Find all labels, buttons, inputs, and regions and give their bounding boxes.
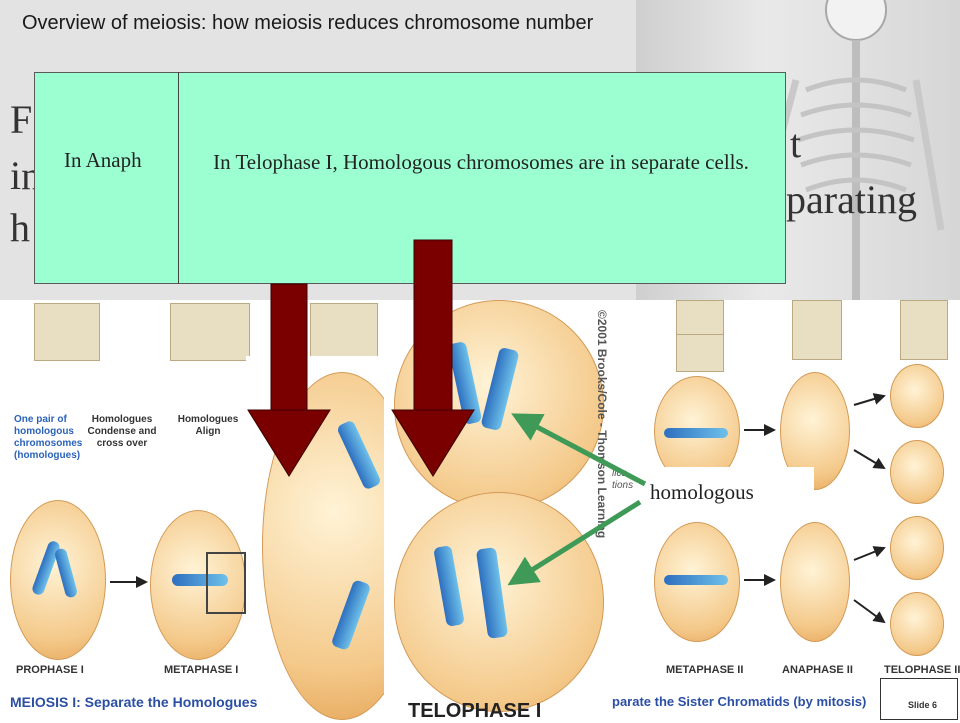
partial-body-text-line2-end: parating bbox=[786, 177, 918, 222]
micrograph-metaphase-ii-b bbox=[676, 334, 724, 372]
homologous-label-box bbox=[640, 467, 814, 517]
label-metaphase-i: METAPHASE I bbox=[164, 664, 239, 676]
slide-number: Slide 6 bbox=[908, 700, 938, 710]
note-condense: Homologues Condense and cross over bbox=[87, 414, 157, 449]
page-title: Overview of meiosis: how meiosis reduces… bbox=[22, 12, 594, 34]
note-align: Homologues Align bbox=[177, 414, 239, 437]
highlight-box bbox=[206, 552, 246, 614]
partial-body-text-line1-end: t bbox=[790, 121, 802, 166]
cell-telophase-ii-1 bbox=[890, 364, 944, 428]
callout-box bbox=[34, 72, 786, 284]
micrograph-anaphase-i bbox=[310, 303, 378, 359]
note-homologue-pair: One pair of homologous chromosomes (homo… bbox=[14, 414, 83, 461]
homologous-label: homologous bbox=[650, 480, 754, 504]
cell-telophase-ii-2 bbox=[890, 440, 944, 504]
micrograph-prophase-i bbox=[34, 303, 100, 361]
chromosome bbox=[664, 428, 728, 438]
footer-meiosis-ii: parate the Sister Chromatids (by mitosis… bbox=[612, 694, 867, 709]
partial-body-text-line1-start: F bbox=[10, 97, 33, 142]
label-telophase-i: TELOPHASE I bbox=[408, 700, 542, 722]
cell-telophase-ii-4 bbox=[890, 592, 944, 656]
chromosome bbox=[172, 574, 228, 586]
chromosome bbox=[664, 575, 728, 585]
label-prophase-i: PROPHASE I bbox=[16, 664, 84, 676]
footer-meiosis-i: MEIOSIS I: Separate the Homologues bbox=[10, 694, 258, 710]
copyright-watermark: ©2001 Brooks/Cole - Thomson Learning bbox=[595, 310, 608, 538]
callout-text-anaphase: In Anaph bbox=[64, 148, 142, 172]
micrograph-telophase-ii bbox=[900, 300, 948, 360]
cell-prophase-i bbox=[10, 500, 106, 660]
partial-body-text-line3-start: h bbox=[10, 205, 30, 250]
callout-text-telophase: In Telophase I, Homologous chromosomes a… bbox=[213, 150, 749, 174]
callout-divider bbox=[178, 72, 179, 284]
micrograph-metaphase-i bbox=[170, 303, 250, 361]
svg-text:©2001 Brooks/Cole - Thomson Le: ©2001 Brooks/Cole - Thomson Learning bbox=[595, 310, 608, 538]
micrograph-metaphase-ii bbox=[676, 300, 724, 338]
label-metaphase-ii: METAPHASE II bbox=[666, 664, 744, 676]
cell-telophase-ii-3 bbox=[890, 516, 944, 580]
label-telophase-ii: TELOPHASE II bbox=[884, 664, 960, 676]
cell-anaphase-ii-lower bbox=[780, 522, 850, 642]
slide-number-box bbox=[880, 678, 958, 720]
partial-caption: lica tions bbox=[612, 468, 634, 491]
label-anaphase-ii: ANAPHASE II bbox=[782, 664, 853, 676]
micrograph-anaphase-ii bbox=[792, 300, 842, 360]
